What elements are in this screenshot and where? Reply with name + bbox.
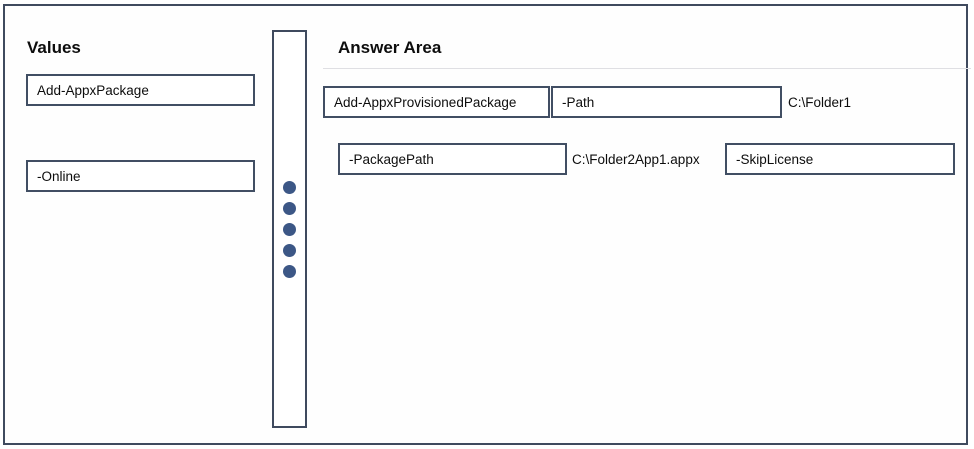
answer-slot-packagepath-parameter[interactable]: -PackagePath xyxy=(338,143,567,175)
answer-slot-label: -Path xyxy=(562,94,595,110)
value-item-label: Add-AppxPackage xyxy=(37,82,149,98)
value-item-add-appxpackage[interactable]: Add-AppxPackage xyxy=(26,74,255,106)
value-item-online[interactable]: -Online xyxy=(26,160,255,192)
answer-slot-cmdlet[interactable]: Add-AppxProvisionedPackage xyxy=(323,86,550,118)
drag-handle-dot-icon xyxy=(283,201,296,215)
values-title: Values xyxy=(27,38,81,57)
answer-slot-label: -PackagePath xyxy=(349,151,434,167)
drag-handle-dot-icon xyxy=(283,180,296,194)
answer-slot-label: Add-AppxProvisionedPackage xyxy=(334,94,517,110)
row2-argument-text: C:\Folder2App1.appx xyxy=(572,151,700,167)
answer-area-title: Answer Area xyxy=(338,38,442,57)
value-item-label: -Online xyxy=(37,168,81,184)
question-frame: Values Add-AppxPackage -Online Answer Ar… xyxy=(3,4,971,445)
answer-slot-path-parameter[interactable]: -Path xyxy=(551,86,782,118)
divider-bar xyxy=(272,30,307,428)
drag-handle-dot-icon xyxy=(283,222,296,236)
answer-slot-skiplicense-parameter[interactable]: -SkipLicense xyxy=(725,143,955,175)
drag-handle-dot-icon xyxy=(283,243,296,257)
answer-slot-label: -SkipLicense xyxy=(736,151,814,167)
row1-argument-text: C:\Folder1 xyxy=(788,94,852,110)
answer-area-divider-line xyxy=(323,68,971,69)
drag-handle-dot-icon xyxy=(283,264,296,278)
